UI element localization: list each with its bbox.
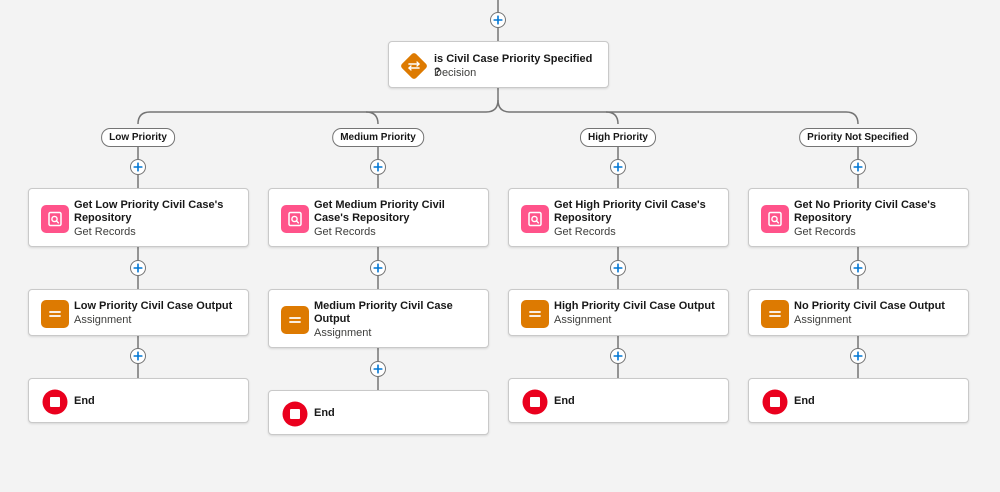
- add-element-icon: [133, 351, 143, 361]
- get-records-type: Get Records: [554, 226, 616, 238]
- get-records-element-low-priority[interactable]: Get Low Priority Civil Case's Repository…: [28, 188, 249, 247]
- end-icon: [521, 388, 549, 416]
- assignment-element-no-priority[interactable]: No Priority Civil Case Output Assignment: [748, 289, 969, 336]
- end-title: End: [794, 395, 815, 407]
- get-records-element-no-priority[interactable]: Get No Priority Civil Case's Repository …: [748, 188, 969, 247]
- branch-label-medium-priority[interactable]: Medium Priority: [332, 128, 424, 147]
- add-element-button[interactable]: [130, 260, 146, 276]
- end-title: End: [554, 395, 575, 407]
- add-element-icon: [613, 351, 623, 361]
- end-icon: [761, 388, 789, 416]
- end-element-high-priority[interactable]: End: [508, 378, 729, 423]
- end-title: End: [314, 407, 335, 419]
- get-records-title: Get No Priority Civil Case's Repository: [794, 199, 936, 224]
- add-element-button[interactable]: [130, 159, 146, 175]
- end-icon: [281, 400, 309, 428]
- decision-type: Decision: [434, 67, 477, 79]
- add-element-button[interactable]: [370, 361, 386, 377]
- get-records-element-high-priority[interactable]: Get High Priority Civil Case's Repositor…: [508, 188, 729, 247]
- add-element-icon: [133, 263, 143, 273]
- get-records-type: Get Records: [74, 226, 136, 238]
- get-records-element-medium-priority[interactable]: Get Medium Priority Civil Case's Reposit…: [268, 188, 489, 247]
- add-element-icon: [373, 364, 383, 374]
- assignment-icon: [281, 306, 309, 334]
- add-element-button[interactable]: [370, 260, 386, 276]
- connector-line: [497, 99, 859, 125]
- decision-icon: [399, 51, 429, 81]
- branch-label-high-priority[interactable]: High Priority: [579, 128, 657, 147]
- assignment-type: Assignment: [314, 327, 372, 339]
- add-element-icon: [373, 263, 383, 273]
- end-title: End: [74, 395, 95, 407]
- add-element-icon: [133, 162, 143, 172]
- add-element-button[interactable]: [610, 348, 626, 364]
- assignment-title: High Priority Civil Case Output: [554, 300, 715, 312]
- assignment-type: Assignment: [554, 314, 612, 326]
- end-element-low-priority[interactable]: End: [28, 378, 249, 423]
- assignment-title: Medium Priority Civil Case Output: [314, 300, 453, 325]
- add-element-icon: [613, 263, 623, 273]
- add-element-button[interactable]: [610, 159, 626, 175]
- get-records-title: Get Medium Priority Civil Case's Reposit…: [314, 199, 445, 224]
- get-records-type: Get Records: [314, 226, 376, 238]
- assignment-element-medium-priority[interactable]: Medium Priority Civil Case Output Assign…: [268, 289, 489, 348]
- assignment-element-low-priority[interactable]: Low Priority Civil Case Output Assignmen…: [28, 289, 249, 336]
- get-records-title: Get Low Priority Civil Case's Repository: [74, 199, 224, 224]
- end-icon: [41, 388, 69, 416]
- add-element-button[interactable]: [850, 260, 866, 276]
- assignment-title: No Priority Civil Case Output: [794, 300, 945, 312]
- connector-line: [137, 99, 499, 125]
- add-element-icon: [493, 15, 503, 25]
- branch-label-low-priority[interactable]: Low Priority: [101, 128, 175, 147]
- decision-title: is Civil Case Priority Specified ?: [434, 53, 593, 78]
- assignment-type: Assignment: [74, 314, 132, 326]
- branch-label-priority-not-specified[interactable]: Priority Not Specified: [799, 128, 917, 147]
- add-element-button[interactable]: [850, 348, 866, 364]
- add-element-icon: [373, 162, 383, 172]
- add-element-button[interactable]: [490, 12, 506, 28]
- assignment-icon: [761, 300, 789, 328]
- get-records-icon: [281, 205, 309, 233]
- connector-line: [365, 111, 379, 125]
- assignment-icon: [521, 300, 549, 328]
- add-element-icon: [853, 263, 863, 273]
- add-element-button[interactable]: [130, 348, 146, 364]
- add-element-button[interactable]: [610, 260, 626, 276]
- assignment-title: Low Priority Civil Case Output: [74, 300, 233, 312]
- add-element-icon: [853, 162, 863, 172]
- assignment-icon: [41, 300, 69, 328]
- get-records-type: Get Records: [794, 226, 856, 238]
- assignment-type: Assignment: [794, 314, 852, 326]
- add-element-button[interactable]: [850, 159, 866, 175]
- end-element-medium-priority[interactable]: End: [268, 390, 489, 435]
- get-records-icon: [761, 205, 789, 233]
- assignment-element-high-priority[interactable]: High Priority Civil Case Output Assignme…: [508, 289, 729, 336]
- get-records-title: Get High Priority Civil Case's Repositor…: [554, 199, 706, 224]
- add-element-icon: [613, 162, 623, 172]
- get-records-icon: [521, 205, 549, 233]
- get-records-icon: [41, 205, 69, 233]
- add-element-icon: [853, 351, 863, 361]
- add-element-button[interactable]: [370, 159, 386, 175]
- connector-line: [605, 111, 619, 125]
- decision-element[interactable]: is Civil Case Priority Specified ? Decis…: [388, 41, 609, 88]
- end-element-no-priority[interactable]: End: [748, 378, 969, 423]
